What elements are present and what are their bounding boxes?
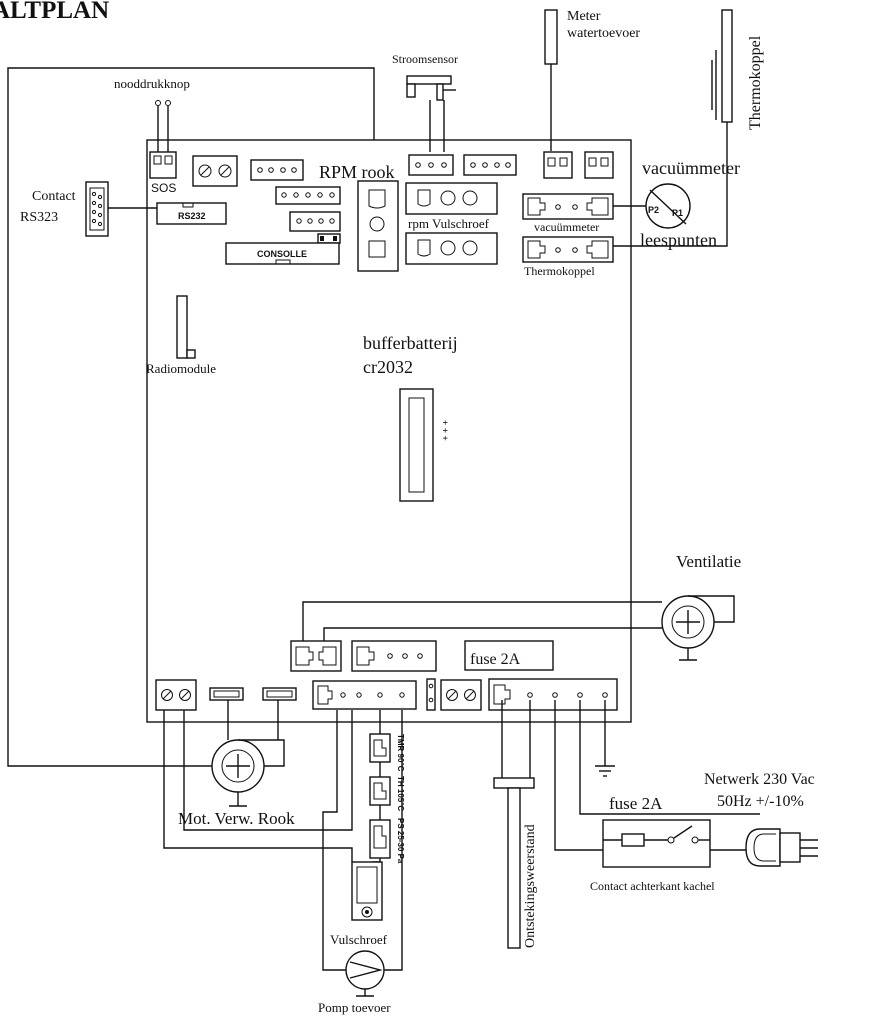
sos-label: SOS (151, 181, 176, 195)
pomp-toevoer (345, 950, 385, 997)
netwerk-label-line1: Netwerk 230 Vac (704, 771, 815, 788)
rpm-vulschroef-connector-lower (405, 232, 498, 265)
fuse-external (603, 825, 710, 847)
mot-verw-rook-label: Mot. Verw. Rook (178, 809, 295, 828)
connector-2pin-right (584, 151, 614, 179)
pressure-switch-label: PS 25-30 Pa (396, 818, 405, 864)
power-plug (745, 828, 818, 867)
contact-rs-label: Contact (32, 189, 76, 204)
ventilatie-fan (661, 595, 735, 661)
thermostat-tmr-90-label: TMR 90°C (396, 734, 405, 772)
wire-rpm-rook (7, 67, 375, 767)
svg-text:P1: P1 (672, 208, 683, 218)
ontstekingsweerstand (493, 777, 535, 949)
wire-ventilatie-1 (302, 601, 662, 641)
rpm-vulschroef-label: rpm Vulschroef (408, 216, 490, 231)
wire-pump-loop-right (384, 710, 403, 971)
diagram-title: ALTPLAN (0, 0, 109, 24)
connector-4pin-top (250, 159, 304, 181)
fuse-external-label: fuse 2A (609, 794, 663, 813)
wire-pump-loop-left (322, 710, 346, 971)
buffer-battery-label-line1: bufferbatterij (363, 333, 458, 353)
wire-pump-1 (163, 710, 353, 862)
thermokoppel-connector (522, 236, 614, 263)
wire-pump-2 (183, 710, 353, 831)
ontsteking-label: Ontstekingsweerstand (523, 824, 538, 948)
buffer-battery-holder (399, 388, 434, 502)
screw-terminal-bottom-mid (440, 679, 482, 711)
connector-5pin-bottom (312, 680, 417, 710)
rs232-chip-label: RS232 (178, 211, 206, 221)
fuse-board-label: fuse 2A (470, 651, 521, 668)
netwerk-label-line2: 50Hz +/-10% (717, 793, 804, 810)
rs232-chip (156, 202, 227, 225)
thermostat-tmr-90 (369, 733, 391, 763)
stroomsensor-device (406, 75, 456, 101)
thermokoppel-probe-label: Thermokoppel (747, 35, 764, 130)
connector-ventilatie (290, 640, 342, 672)
svg-text:P2: P2 (648, 205, 659, 215)
thermostat-th-105-label: TH 105°C (396, 776, 405, 811)
meter-label-line2: watertoevoer (567, 26, 640, 41)
vacuummeter-label: vacuümmeter (642, 158, 740, 178)
rpm-rook-connector (357, 180, 399, 272)
vacuummeter-connector-label: vacuümmeter (534, 220, 599, 234)
vacuummeter-connector (522, 193, 614, 220)
connector-4pin-mid (289, 211, 341, 232)
thermostat-th-105 (369, 776, 391, 806)
emergency-button-label: nooddrukknop (114, 76, 190, 91)
rpm-vulschroef-connector-upper (405, 182, 498, 215)
screw-terminal-bottom-left (155, 679, 197, 711)
buffer-battery-label-line2: cr2032 (363, 357, 413, 377)
rpm-rook-label: RPM rook (319, 162, 395, 182)
radiomodule (176, 295, 196, 359)
leespunten-label: leespunten (640, 230, 717, 250)
connector-5pin (275, 186, 341, 205)
ventilatie-label: Ventilatie (676, 552, 741, 571)
connector-stroomsensor (408, 154, 454, 176)
connector-4pin-top-right (463, 154, 517, 176)
pomp-toevoer-label: Pomp toevoer (318, 1000, 391, 1015)
connector-power (488, 678, 618, 711)
vulschroef-motor (351, 861, 383, 921)
stroomsensor-label: Stroomsensor (392, 52, 458, 66)
connector-meter (543, 151, 573, 179)
rs232-db9-connector (85, 181, 109, 237)
wire-thermokoppel (613, 122, 728, 247)
emergency-button (149, 100, 177, 179)
vacuummeter-gauge: P2 P1 (645, 183, 691, 229)
fuse-board (464, 640, 554, 671)
screw-terminal-top (192, 155, 238, 187)
wire-power-2 (579, 700, 760, 815)
pressure-switch (369, 819, 391, 859)
contact-box (602, 819, 711, 868)
battery-polarity: + + + (440, 420, 450, 441)
rs323-label: RS323 (20, 210, 58, 225)
consolle-notch (275, 259, 291, 265)
connector-4pin-bottom (351, 640, 437, 672)
meter-probe (544, 9, 558, 65)
consolle-label: CONSOLLE (257, 249, 307, 259)
radiomodule-label: Radiomodule (146, 361, 216, 376)
ground-symbol (595, 700, 615, 777)
meter-label-line1: Meter (567, 9, 601, 24)
jumper-small (317, 233, 341, 244)
vulschroef-label: Vulschroef (330, 932, 388, 947)
slot-connector-2 (262, 687, 297, 701)
jumper-vertical (426, 678, 436, 711)
slot-connector-1 (209, 687, 244, 701)
thermokoppel-probe (711, 9, 733, 123)
thermokoppel-connector-label: Thermokoppel (524, 264, 595, 278)
mot-verw-rook-fan (211, 739, 285, 807)
contact-achterkant-label: Contact achterkant kachel (590, 879, 715, 893)
wire-ventilatie-2 (323, 627, 662, 641)
